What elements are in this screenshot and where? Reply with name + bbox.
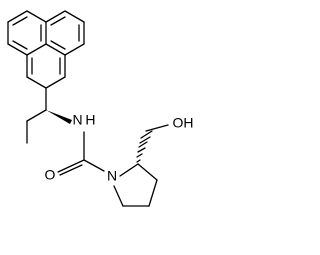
hash [138, 141, 148, 148]
naphthalene-ring-b [45, 10, 85, 56]
hashed-bond [136, 130, 153, 163]
hash [139, 136, 151, 144]
bond [45, 76, 66, 89]
bond [57, 159, 85, 173]
wedge-bond [46, 110, 72, 124]
bond [145, 124, 169, 132]
bond [45, 10, 66, 23]
hash [136, 159, 141, 163]
double-bond-inner [12, 16, 28, 26]
nh-label: N H [72, 112, 95, 128]
bond [113, 185, 124, 207]
bond [119, 163, 139, 177]
bond [137, 163, 158, 181]
hydroxyl-label: OH [173, 115, 194, 131]
carbonyl-oxygen-label: O [45, 167, 56, 183]
hash [140, 130, 153, 139]
naphthalene-ring-c [26, 54, 66, 89]
pyrrolidine-ring [113, 163, 158, 207]
bond [64, 43, 85, 56]
background [0, 0, 208, 255]
double-bond-inner [50, 40, 66, 50]
molecule-drawing: N H O N OH [0, 0, 208, 255]
bond [26, 43, 47, 56]
bond [7, 43, 28, 56]
ring-nitrogen-label: N [107, 168, 117, 184]
bond [64, 10, 85, 23]
bond [26, 76, 47, 89]
ethyl-group [26, 109, 47, 144]
carbonyl [57, 159, 85, 176]
double-bond-inner [12, 40, 28, 50]
bond [26, 10, 47, 23]
hash [136, 153, 143, 158]
double-bond-inner [50, 16, 66, 26]
double-bond-inner [59, 164, 83, 176]
bond [83, 159, 105, 172]
bond [148, 179, 158, 207]
naphthalene-ring-a [7, 10, 47, 56]
bond [7, 10, 28, 23]
bond [45, 43, 66, 56]
bond [26, 109, 47, 122]
hash [137, 147, 146, 153]
